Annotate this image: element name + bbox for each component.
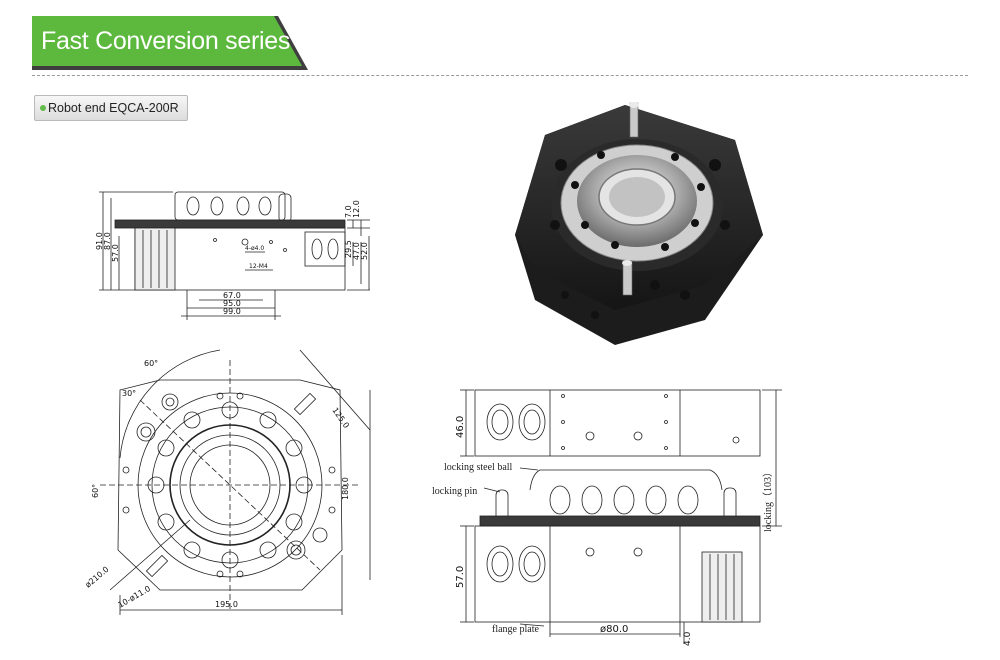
dim-195: 195.0 [215, 600, 238, 609]
label-locking-pin: locking pin [432, 486, 477, 497]
dim-80: ø80.0 [600, 624, 628, 635]
dim-46: 46.0 [455, 416, 466, 438]
dim-11: 10-ø11.0 [117, 584, 152, 610]
angle-60-top: 60° [144, 359, 158, 368]
dim-52: 52.0 [360, 242, 369, 260]
hole-spec-4: 4-ø4.0 [245, 245, 264, 252]
dim-91: 91.0 [95, 232, 104, 250]
top-view-drawing: 60° 30° 60° 125.0 180.0 ø210.0 10-ø11.0 … [84, 349, 371, 615]
front-view-drawing: 46.0 57.0 ø80.0 4.0 locking steel ball l… [432, 389, 782, 646]
dim-57: 57.0 [111, 244, 120, 262]
dim-12: 12.0 [352, 200, 361, 218]
label-flange-plate: flange plate [492, 624, 539, 635]
bullet-icon [40, 105, 46, 111]
banner-shape [32, 16, 308, 70]
dim-180: 180.0 [341, 477, 350, 500]
dim-210: ø210.0 [84, 565, 111, 590]
label-locking-height: locking（103） [762, 467, 774, 532]
angle-60-left: 60° [91, 484, 100, 498]
dim-95: 95.0 [223, 299, 241, 308]
page-title: Fast Conversion series [41, 27, 291, 55]
dim-67: 67.0 [223, 291, 241, 300]
product-label: Robot end EQCA-200R [48, 101, 179, 115]
hole-spec-12: 12-M4 [249, 263, 268, 270]
product-tag: Robot end EQCA-200R [34, 95, 188, 121]
dim-29-5: 29.5 [344, 240, 353, 258]
dim-99: 99.0 [223, 307, 241, 316]
label-locking-steel-ball: locking steel ball [444, 462, 513, 473]
side-view-drawing: 7.0 12.0 29.5 47.0 52.0 91.0 87.0 57.0 6… [95, 191, 370, 320]
product-render [515, 102, 763, 345]
dim-7: 7.0 [344, 205, 353, 218]
dim-47: 47.0 [352, 242, 361, 260]
dim-57-front: 57.0 [455, 566, 466, 588]
dim-4: 4.0 [683, 631, 693, 646]
angle-30: 30° [122, 389, 136, 398]
dim-87: 87.0 [103, 232, 112, 250]
series-banner: Fast Conversion series [32, 16, 308, 70]
header-divider [32, 75, 968, 76]
